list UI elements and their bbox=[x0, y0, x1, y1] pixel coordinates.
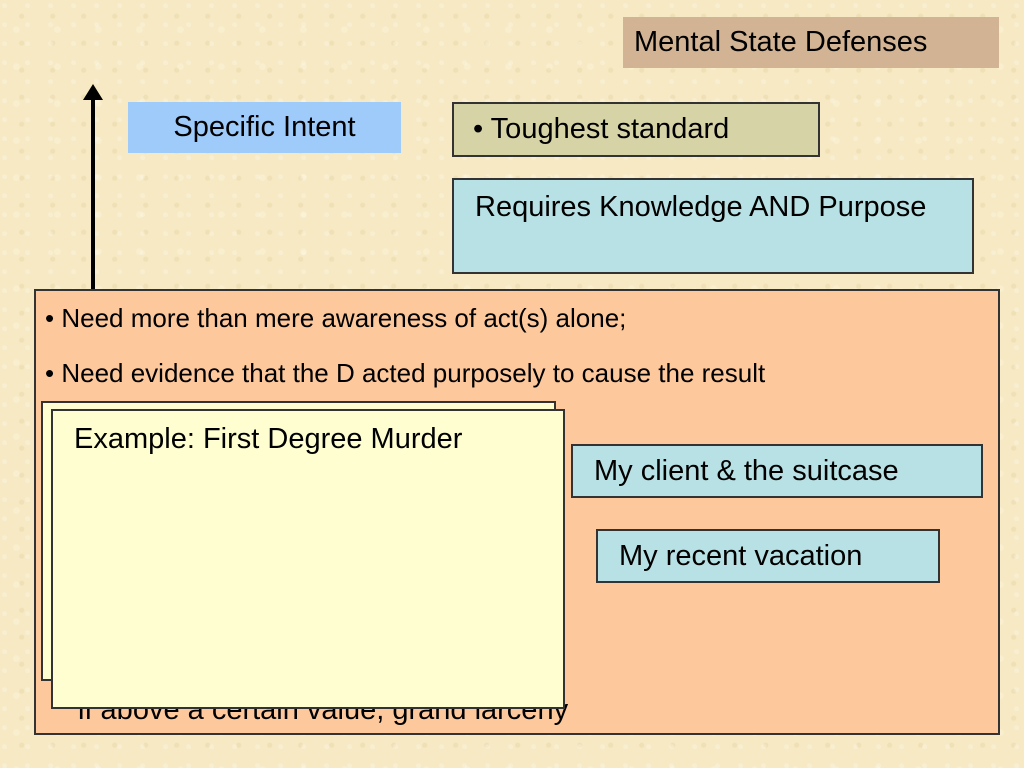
arrow-up-icon bbox=[83, 84, 103, 100]
requirement-box: Requires Knowledge AND Purpose bbox=[452, 178, 974, 274]
vacation-label: My recent vacation bbox=[596, 529, 940, 583]
intent-scale-arrow-shaft bbox=[91, 96, 95, 296]
example-card: Example: First Degree Murder bbox=[51, 409, 565, 709]
bullet-evidence: • Need evidence that the D acted purpose… bbox=[45, 358, 766, 388]
slide-title: Mental State Defenses bbox=[623, 17, 999, 68]
suitcase-label: My client & the suitcase bbox=[571, 444, 983, 498]
specific-intent-label: Specific Intent bbox=[128, 102, 401, 153]
bullet-awareness: • Need more than mere awareness of act(s… bbox=[45, 303, 627, 333]
toughest-standard-note: • Toughest standard bbox=[452, 102, 820, 157]
